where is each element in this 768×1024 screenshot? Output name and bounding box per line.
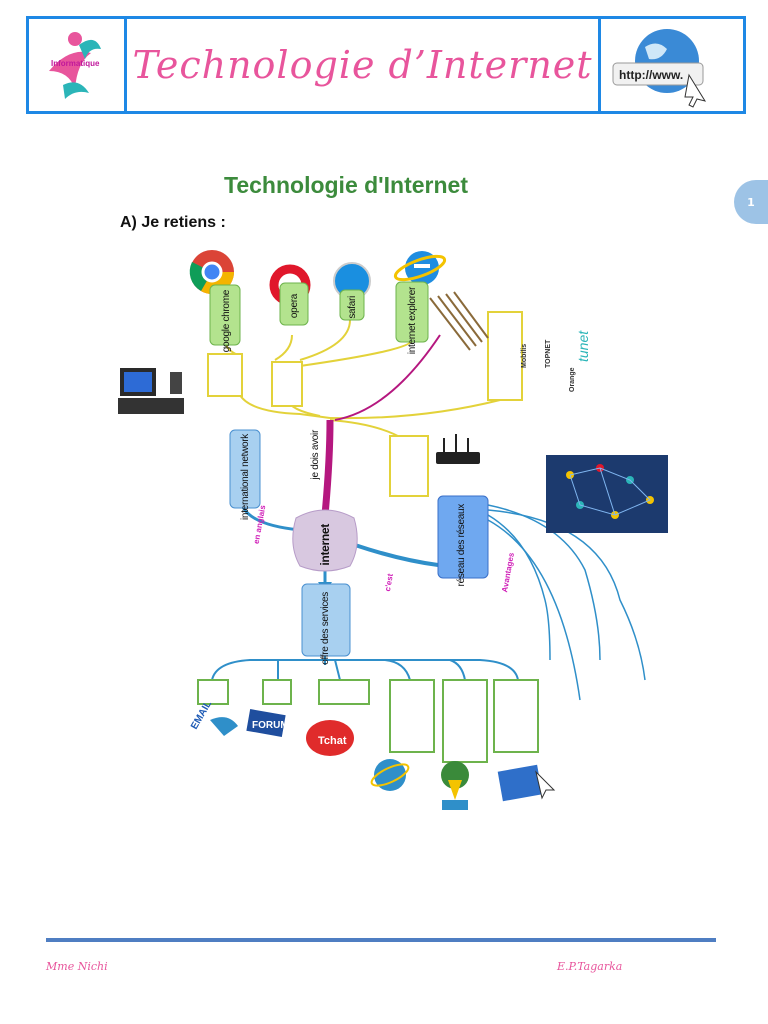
globe-icon: http://www.: [612, 29, 707, 108]
logo-cell: Informatique: [29, 19, 127, 111]
browser-label-chrome: google chrome: [221, 290, 232, 353]
label-reseau-des-reseaux: réseau des réseaux: [456, 504, 467, 587]
provider-orange: Orange: [569, 367, 576, 392]
footer-author: Mme Nichi: [46, 960, 108, 973]
forum-icon: FORUM: [246, 709, 289, 737]
main-title: Technologie d'Internet: [224, 172, 468, 198]
internet-explorer-icon: [393, 251, 447, 285]
provider-mobilis: Mobilis: [521, 344, 528, 368]
svg-text:FORUM: FORUM: [252, 720, 289, 731]
internet-center-node: [292, 509, 358, 572]
cable-icon: [429, 291, 489, 351]
header-title-cell: Technologie d’Internet: [127, 19, 601, 111]
provider-logos: Mobilis TOPNET tunet Orange: [521, 330, 591, 392]
label-offre-des-services: offre des services: [320, 592, 331, 665]
magenta-branch: [321, 419, 334, 516]
browser-label-opera: opera: [289, 294, 300, 319]
logo-text: Informatique: [51, 59, 100, 68]
provider-topnet: TOPNET: [545, 339, 552, 368]
tchat-icon: Tchat: [306, 720, 354, 756]
browser-label-safari: safari: [347, 296, 358, 319]
label-je-dois-avoir: je dois avoir: [310, 430, 321, 480]
globe-text: http://www.: [619, 68, 683, 82]
page-header: Informatique Technologie d’Internet http…: [26, 16, 746, 114]
footer-divider: [46, 938, 716, 942]
provider-tunet: tunet: [575, 330, 591, 362]
label-internet: internet: [318, 524, 332, 566]
email-icon: EMAIL: [189, 699, 238, 736]
footer-school: E.P.Tagarka: [557, 960, 623, 973]
service-boxes: [197, 679, 539, 763]
svg-text:EMAIL: EMAIL: [189, 699, 214, 731]
browser-label-ie: internet explorer: [407, 287, 418, 355]
yellow-connectors: [224, 319, 501, 441]
modem-icon: [436, 434, 480, 464]
blue-connectors: [211, 504, 646, 701]
label-international-network: international network: [240, 434, 251, 520]
page-number-badge: 1: [734, 180, 768, 224]
chrome-icon: [189, 250, 234, 294]
network-image: [546, 455, 668, 533]
informatique-logo-icon: [49, 32, 101, 99]
download-icon: [441, 761, 469, 810]
section-title: A) Je retiens :: [120, 214, 226, 231]
globe-cell: http://www.: [601, 19, 743, 111]
web-icon: [497, 764, 556, 802]
header-title: Technologie d’Internet: [132, 43, 593, 87]
ie-globe-icon: [370, 759, 410, 791]
svg-text:Tchat: Tchat: [318, 735, 347, 747]
computer-icon: [118, 368, 184, 414]
